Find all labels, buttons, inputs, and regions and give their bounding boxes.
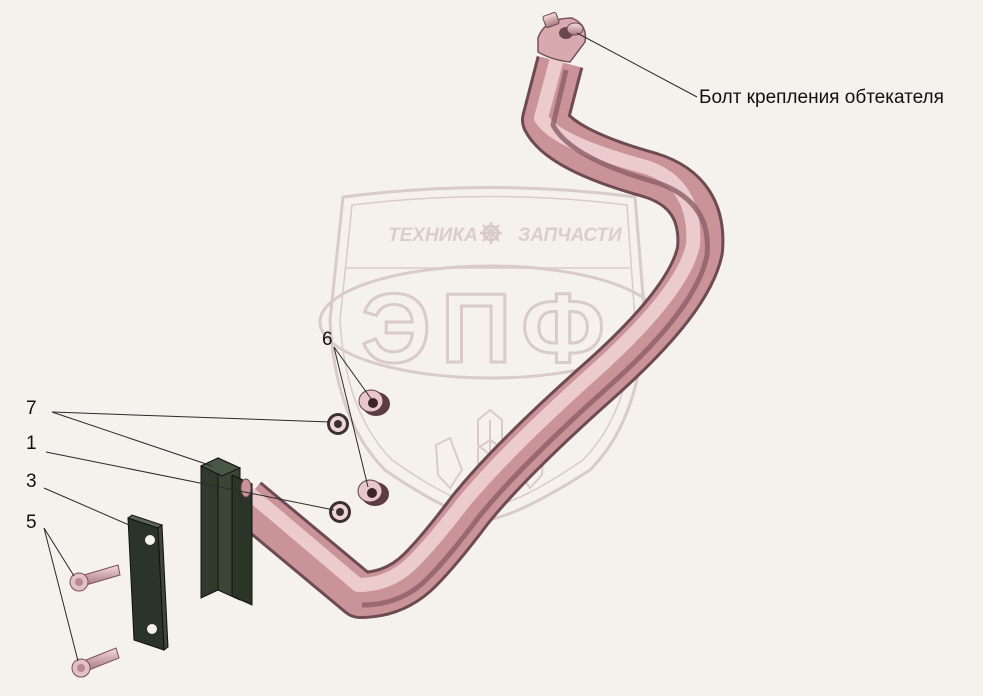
watermark-text-right: ЗАПЧАСТИ (518, 225, 622, 246)
gear-icon (480, 222, 502, 244)
leader-lines (43, 32, 698, 662)
nut-lower-part-6 (357, 479, 389, 506)
watermark-text-left: ТЕХНИКА (388, 225, 478, 246)
bracket-part-1 (199, 457, 253, 606)
callout-labels: Болт крепления обтекателя 6 7 1 3 5 (26, 87, 944, 533)
washer-lower-part-7 (329, 501, 351, 523)
washer-upper-part-7 (327, 413, 349, 435)
handrail-tube (230, 55, 725, 619)
part-6-label: 6 (322, 329, 333, 350)
part-1-label: 1 (26, 433, 37, 454)
bolt-lower-part-5 (71, 647, 120, 678)
plate-part-3 (126, 514, 169, 651)
watermark-big-text: ЭПФ (361, 273, 615, 383)
part-7-label: 7 (26, 398, 37, 419)
fairing-bolt (542, 12, 584, 36)
nut-upper-part-6 (358, 389, 390, 416)
bolt-upper-part-5 (69, 564, 121, 592)
part-5-label: 5 (26, 512, 37, 533)
watermark-top-banner: ТЕХНИКА ЗАПЧАСТИ (388, 222, 622, 246)
fairing-bolt-label: Болт крепления обтекателя (699, 87, 944, 108)
part-3-label: 3 (26, 471, 37, 492)
